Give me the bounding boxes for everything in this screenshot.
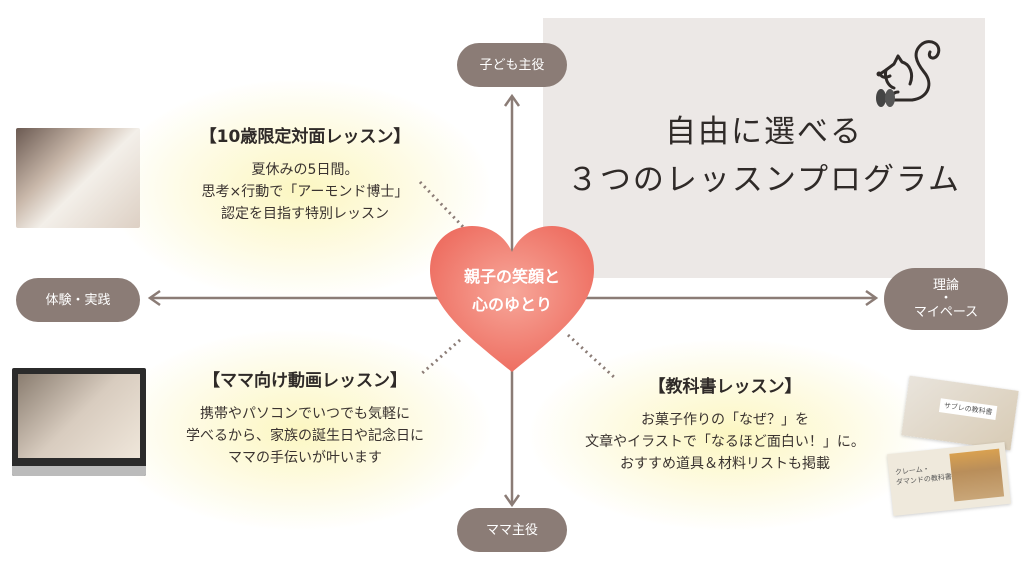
lesson-textbook: 【教科書レッスン】 お菓子作りの「なぜ？」を 文章やイラストで「なるほど面白い！… <box>560 372 890 475</box>
lesson-title: 【教科書レッスン】 <box>648 377 802 397</box>
book-creme-damande: クレーム・ ダマンドの教科書 <box>887 442 1011 516</box>
glow <box>110 330 490 530</box>
photo-laptop-video <box>12 368 146 476</box>
lesson-text: 夏休みの5日間。 <box>251 162 359 178</box>
lesson-text: おすすめ道具＆材料リストも掲載 <box>620 456 830 472</box>
glow <box>530 340 930 530</box>
heart-shape <box>430 226 594 372</box>
lesson-text: 携帯やパソコンでいつでも気軽に <box>200 406 410 422</box>
axis-right-line-2: ・ <box>939 291 953 306</box>
lesson-title: 【ママ向け動画レッスン】 <box>203 371 407 391</box>
center-line-1: 親子の笑顔と <box>463 267 560 286</box>
lesson-video: 【ママ向け動画レッスン】 携帯やパソコンでいつでも気軽に 学べるから、家族の誕生… <box>145 366 465 469</box>
lesson-text: ママの手伝いが叶います <box>228 450 382 466</box>
center-heart-text: 親子の笑顔と 心のゆとり <box>430 263 594 319</box>
title-line-1: 自由に選べる <box>665 114 863 150</box>
axis-label-right: 理論 ・ マイペース <box>884 268 1008 330</box>
lesson-text: お菓子作りの「なぜ？」を <box>641 412 809 428</box>
squirrel-icon <box>876 40 941 107</box>
lesson-text: 学べるから、家族の誕生日や記念日に <box>186 428 424 444</box>
glow <box>110 80 490 300</box>
axis-right-line-3: マイペース <box>913 305 979 320</box>
book-title: サブレの教科書 <box>938 398 998 420</box>
center-line-2: 心のゆとり <box>471 295 552 314</box>
lesson-text: 認定を目指す特別レッスン <box>221 206 389 222</box>
page-title: 自由に選べる ３つのレッスンプログラム <box>543 108 985 204</box>
title-panel <box>543 18 985 278</box>
axis-right-line-1: 理論 <box>932 278 959 293</box>
axis-label-left: 体験・実践 <box>16 278 140 322</box>
axis-label-top: 子ども主役 <box>457 43 567 87</box>
lesson-title: 【10歳限定対面レッスン】 <box>199 127 411 147</box>
lesson-text: 思考×行動で「アーモンド博士」 <box>201 184 409 200</box>
lesson-text: 文章やイラストで「なるほど面白い！」に。 <box>585 434 865 450</box>
title-line-2: ３つのレッスンプログラム <box>566 162 962 198</box>
photo-kids-baking <box>16 128 140 228</box>
lesson-in-person: 【10歳限定対面レッスン】 夏休みの5日間。 思考×行動で「アーモンド博士」 認… <box>150 122 460 225</box>
axis-label-bottom: ママ主役 <box>457 508 567 552</box>
